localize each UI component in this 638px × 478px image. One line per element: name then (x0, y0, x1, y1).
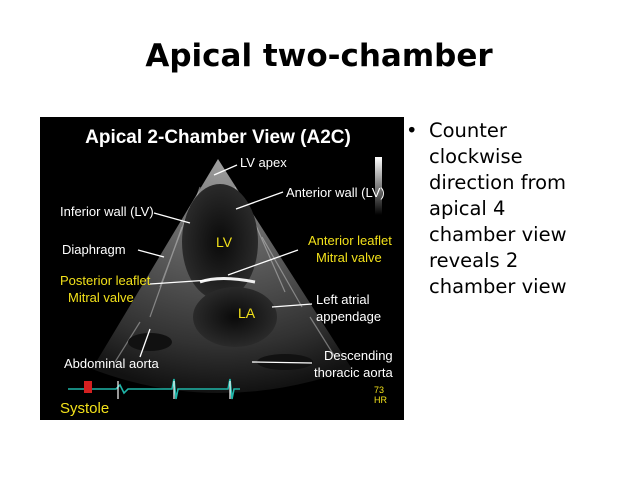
systole-marker (84, 381, 92, 393)
bullet-line: direction from (429, 171, 567, 194)
leader-lines (137, 164, 313, 364)
aorta-shadow (128, 333, 172, 351)
bullet-text: Counter clockwise direction from apical … (429, 118, 567, 300)
bullet-dot: • (406, 119, 418, 142)
label-lv: LV (216, 234, 233, 250)
label-anterior-wall: Anterior wall (LV) (286, 185, 385, 200)
slide-title: Apical two-chamber (145, 38, 493, 74)
heart-rate-unit: HR (374, 395, 387, 405)
label-descending: Descending (324, 348, 393, 363)
bullet-line: apical 4 (429, 197, 506, 220)
heart-rate-value: 73 (374, 385, 384, 395)
echo-figure: Apical 2-Chamber View (A2C) LV apex Ante… (40, 117, 404, 420)
la-cavity (193, 287, 277, 347)
label-anterior-mitral: Mitral valve (316, 250, 382, 265)
label-appendage: appendage (316, 309, 381, 324)
label-lv-apex: LV apex (240, 155, 287, 170)
label-posterior-mitral: Mitral valve (68, 290, 134, 305)
bullet-line: chamber view (429, 275, 567, 298)
ecg-trace (68, 378, 240, 400)
figure-title: Apical 2-Chamber View (A2C) (85, 127, 351, 148)
label-la: LA (238, 305, 256, 321)
label-systole: Systole (60, 400, 109, 417)
bullet-line: chamber view (429, 223, 567, 246)
label-diaphragm: Diaphragm (62, 242, 126, 257)
label-posterior-leaflet: Posterior leaflet (60, 273, 151, 288)
label-inferior-wall: Inferior wall (LV) (60, 204, 154, 219)
label-anterior-leaflet: Anterior leaflet (308, 233, 392, 248)
bullet-line: reveals 2 (429, 249, 519, 272)
label-left-atrial: Left atrial (316, 292, 370, 307)
bullet-line: Counter (429, 119, 507, 142)
label-thoracic-aorta: thoracic aorta (314, 365, 394, 380)
gray-scale-bar (375, 157, 382, 215)
label-abdominal-aorta: Abdominal aorta (64, 356, 159, 371)
bullet-line: clockwise (429, 145, 523, 168)
